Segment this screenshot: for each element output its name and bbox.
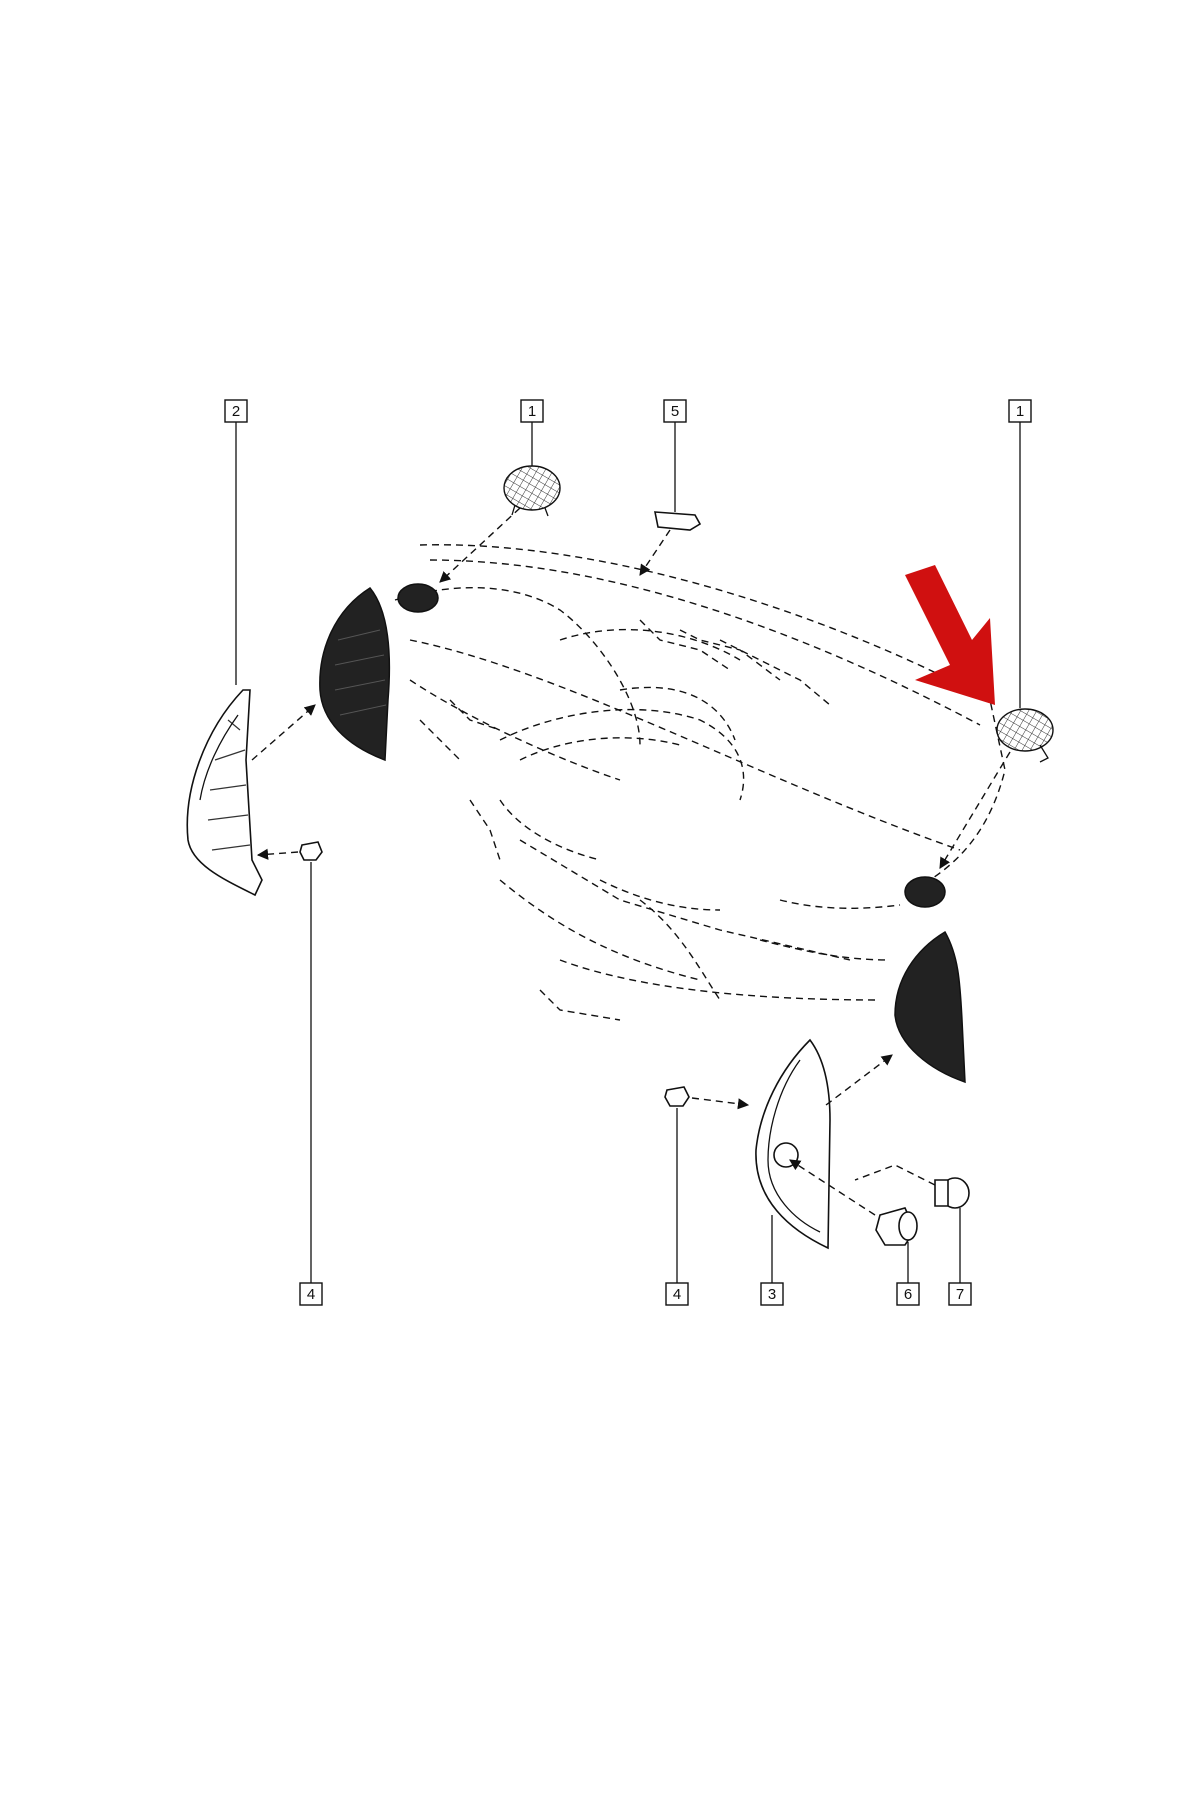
svg-text:5: 5 — [671, 403, 679, 420]
tweeter-grille-top — [503, 465, 561, 511]
svg-text:4: 4 — [307, 1286, 315, 1303]
svg-text:4: 4 — [673, 1286, 681, 1303]
switch-part-6 — [875, 1207, 918, 1246]
svg-text:1: 1 — [1016, 403, 1024, 420]
callout-3: 3 — [760, 1282, 784, 1306]
callout-6: 6 — [896, 1282, 920, 1306]
left-side-trim-panel — [186, 689, 263, 897]
callout-4-left: 4 — [299, 1282, 323, 1306]
callout-1-right: 1 — [1008, 399, 1032, 423]
svg-text:3: 3 — [768, 1286, 776, 1303]
right-side-trim-panel — [755, 1038, 831, 1250]
cap-part-7 — [934, 1177, 970, 1209]
tweeter-grille-right — [996, 708, 1054, 752]
svg-text:7: 7 — [956, 1286, 964, 1303]
clip-part-4-left — [299, 841, 323, 861]
right-speaker — [904, 876, 946, 908]
dashboard-outline — [394, 544, 1006, 1021]
right-side-vent-dark — [894, 930, 966, 1084]
clip-part-4-right — [664, 1086, 690, 1107]
left-side-vent-dark — [319, 587, 391, 762]
callout-7: 7 — [948, 1282, 972, 1306]
clip-part-5 — [654, 511, 702, 531]
svg-text:6: 6 — [904, 1286, 912, 1303]
assembly-arrows — [251, 507, 1011, 1216]
callout-2-left: 2 — [224, 399, 248, 423]
callout-1-top: 1 — [520, 399, 544, 423]
leader-lines — [235, 422, 1021, 1283]
svg-text:2: 2 — [232, 403, 240, 420]
red-highlight-arrow-icon — [905, 565, 995, 705]
callout-4-right: 4 — [665, 1282, 689, 1306]
trim-switch-hole — [773, 1142, 799, 1168]
svg-text:1: 1 — [528, 403, 536, 420]
left-speaker — [397, 583, 439, 613]
callout-5-top: 5 — [663, 399, 687, 423]
